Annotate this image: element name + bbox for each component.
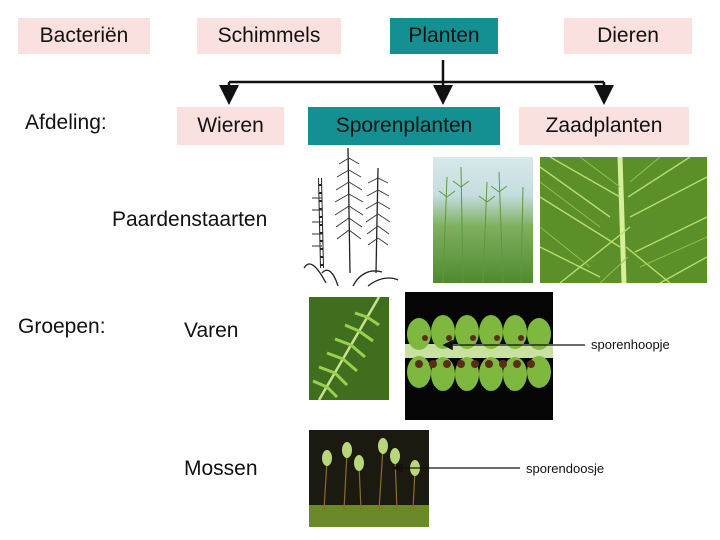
horsetail-drawing	[298, 148, 408, 288]
afdeling-label: Afdeling:	[25, 111, 107, 134]
group-label-paardenstaarten: Paardenstaarten	[112, 208, 268, 231]
horsetail-photo-meadow	[433, 157, 533, 283]
division-box-zaadplanten: Zaadplanten	[519, 107, 689, 145]
kingdom-box-schimmels: Schimmels	[197, 18, 341, 54]
group-label-mossen: Mossen	[184, 457, 258, 480]
division-box-wieren: Wieren	[177, 107, 284, 145]
fern-sori-photo	[405, 292, 553, 420]
annotation-sporenhoopje: sporenhoopje	[591, 337, 670, 352]
kingdom-box-dieren: Dieren	[564, 18, 692, 54]
division-box-sporenplanten: Sporenplanten	[308, 107, 500, 145]
kingdom-box-bacterien: Bacteriën	[18, 18, 150, 54]
horsetail-photo-closeup	[540, 157, 707, 283]
group-label-varen: Varen	[184, 319, 239, 342]
moss-photo	[309, 430, 429, 527]
groepen-label: Groepen:	[18, 315, 106, 338]
annotation-sporendoosje: sporendoosje	[526, 461, 605, 476]
fern-photo	[309, 297, 389, 400]
kingdom-box-planten: Planten	[390, 18, 498, 54]
